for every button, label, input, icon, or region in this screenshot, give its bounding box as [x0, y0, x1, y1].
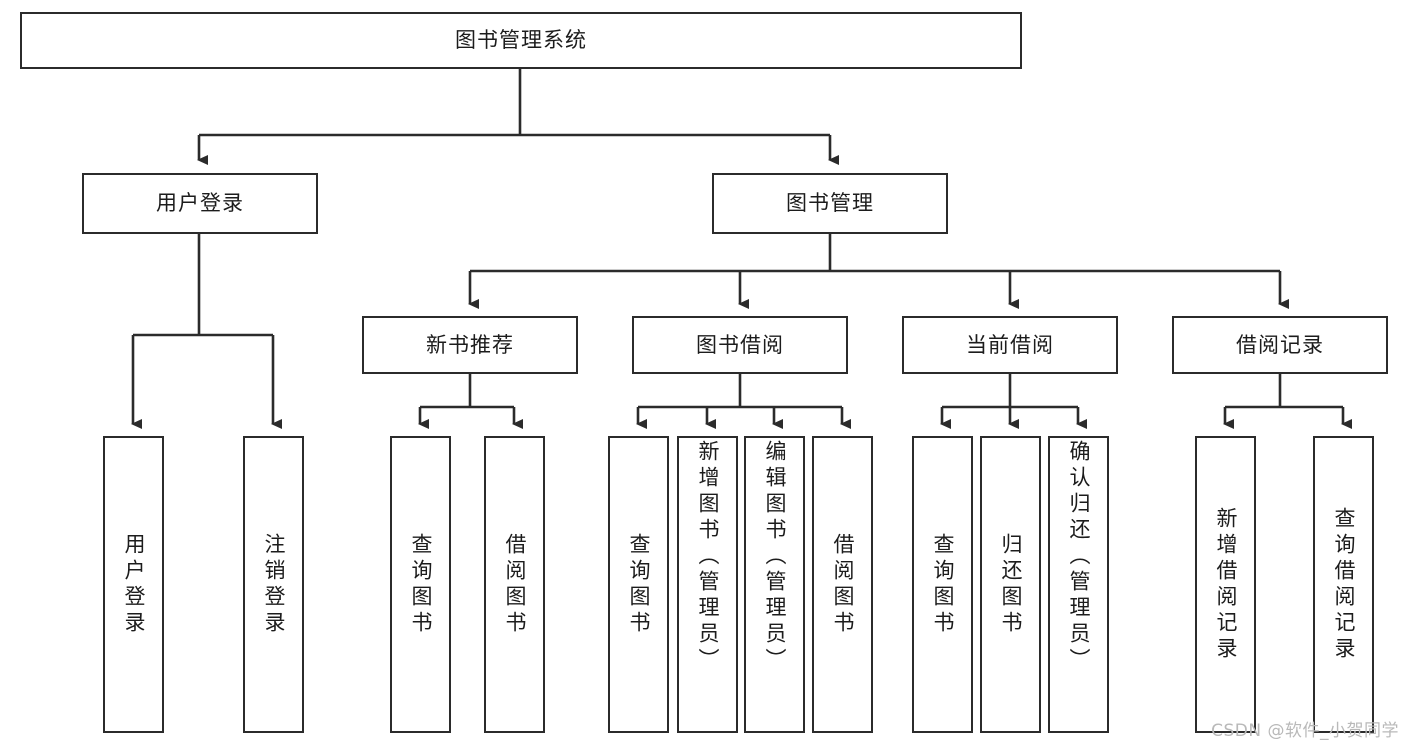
- node-borrow-records[interactable]: 借阅记录: [1172, 316, 1388, 374]
- node-label: 用户登录: [156, 191, 244, 216]
- leaf-add-book-admin[interactable]: 新增图书（管理员）: [677, 436, 738, 733]
- node-label: 借阅记录: [1236, 332, 1324, 357]
- leaf-borrow-books[interactable]: 借阅图书: [812, 436, 873, 733]
- leaf-query-books-current[interactable]: 查询图书: [912, 436, 973, 733]
- leaf-query-books-borrow[interactable]: 查询图书: [608, 436, 669, 733]
- node-label: 查询图书: [409, 532, 433, 637]
- leaf-user-login[interactable]: 用户登录: [103, 436, 164, 733]
- node-label: 新书推荐: [426, 332, 514, 357]
- node-label: 图书管理系统: [455, 28, 587, 53]
- node-label: 查询图书: [627, 532, 651, 637]
- node-label: 图书借阅: [696, 332, 784, 357]
- node-new-book-recommend[interactable]: 新书推荐: [362, 316, 578, 374]
- node-book-management[interactable]: 图书管理: [712, 173, 948, 234]
- leaf-add-borrow-record[interactable]: 新增借阅记录: [1195, 436, 1256, 733]
- leaf-query-borrow-record[interactable]: 查询借阅记录: [1313, 436, 1374, 733]
- leaf-confirm-return-admin[interactable]: 确认归还（管理员）: [1048, 436, 1109, 733]
- node-current-borrow[interactable]: 当前借阅: [902, 316, 1118, 374]
- node-root-system[interactable]: 图书管理系统: [20, 12, 1022, 69]
- node-label: 当前借阅: [966, 332, 1054, 357]
- leaf-query-books-recommend[interactable]: 查询图书: [390, 436, 451, 733]
- node-label: 新增借阅记录: [1214, 506, 1238, 663]
- node-user-login[interactable]: 用户登录: [82, 173, 318, 234]
- leaf-logout[interactable]: 注销登录: [243, 436, 304, 733]
- node-label: 借阅图书: [503, 532, 527, 637]
- node-label: 新增图书（管理员）: [696, 440, 720, 674]
- node-label: 确认归还（管理员）: [1067, 440, 1091, 674]
- node-label: 查询借阅记录: [1332, 506, 1356, 663]
- leaf-return-books[interactable]: 归还图书: [980, 436, 1041, 733]
- node-label: 编辑图书（管理员）: [763, 440, 787, 674]
- node-label: 查询图书: [931, 532, 955, 637]
- csdn-watermark: CSDN @软件_小贺同学: [1211, 721, 1399, 741]
- leaf-edit-book-admin[interactable]: 编辑图书（管理员）: [744, 436, 805, 733]
- leaf-borrow-books-recommend[interactable]: 借阅图书: [484, 436, 545, 733]
- node-label: 用户登录: [122, 532, 146, 637]
- node-label: 归还图书: [999, 532, 1023, 637]
- node-label: 注销登录: [262, 532, 286, 637]
- node-label: 图书管理: [786, 191, 874, 216]
- node-book-borrow[interactable]: 图书借阅: [632, 316, 848, 374]
- node-label: 借阅图书: [831, 532, 855, 637]
